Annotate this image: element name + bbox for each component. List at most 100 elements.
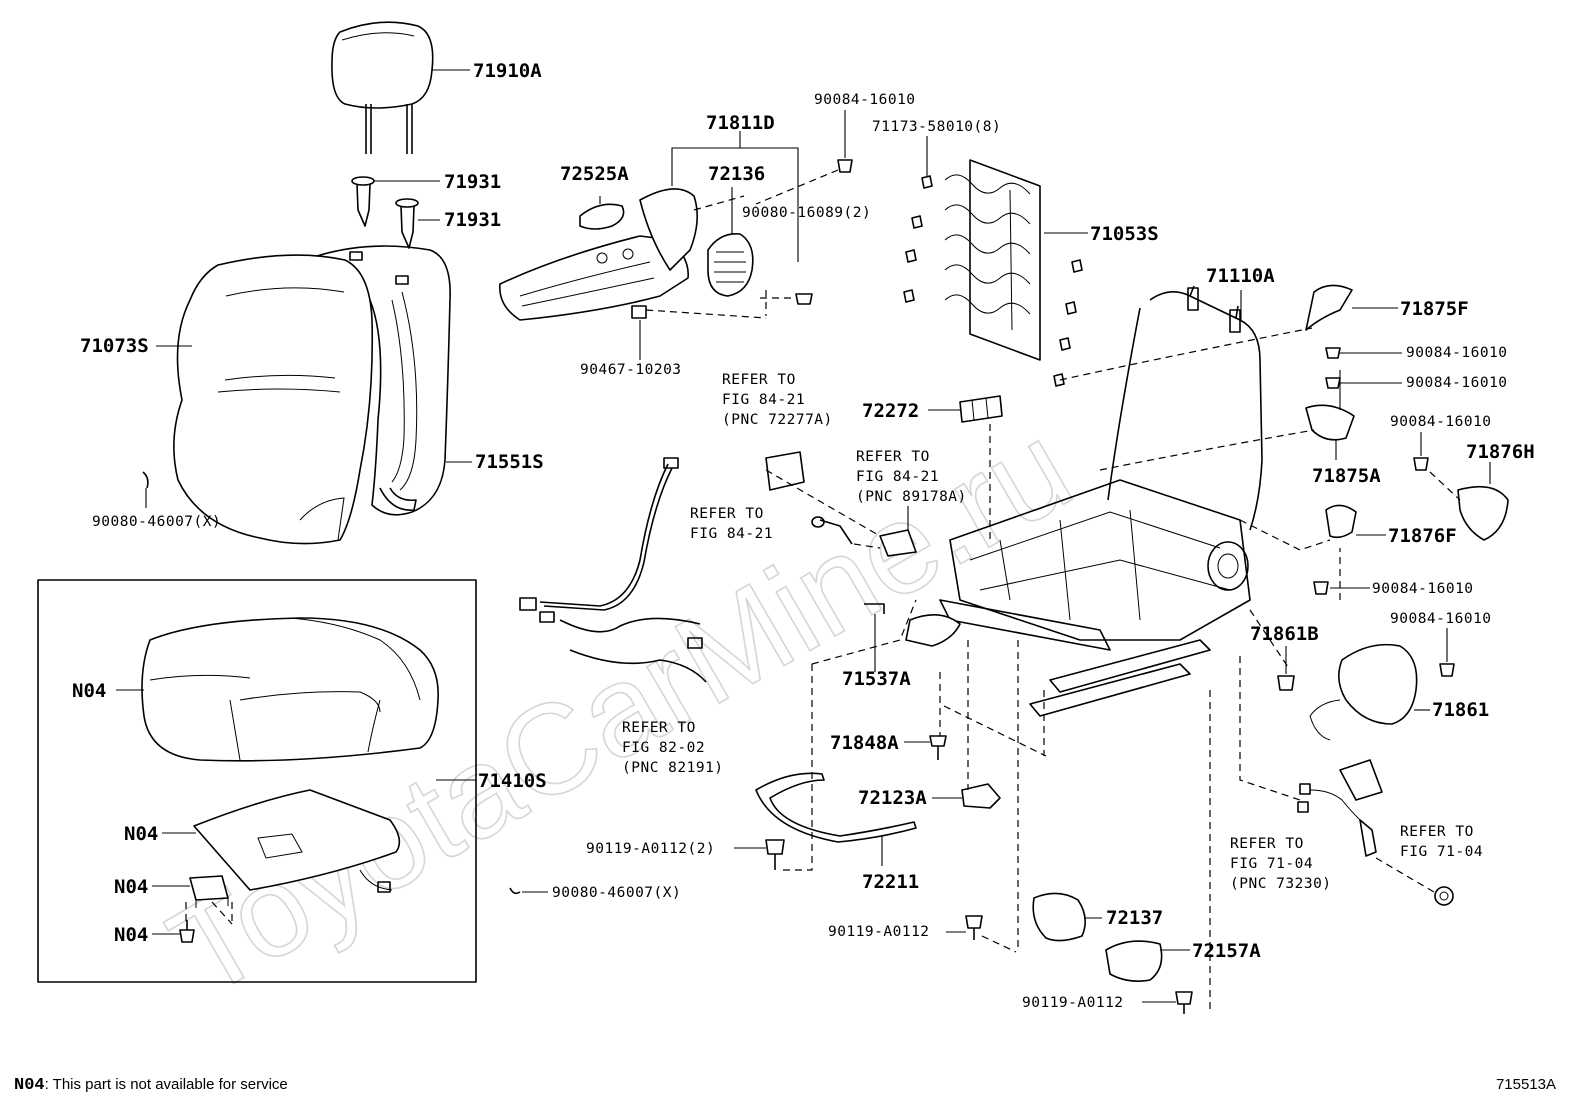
- seatback-cover-71073S[interactable]: [156, 254, 374, 545]
- spring-clips-71173-58010[interactable]: [903, 136, 1083, 387]
- label-72123A: 72123A: [858, 787, 927, 809]
- screw-90119-A0112-b[interactable]: [1142, 991, 1193, 1014]
- bracket-71537A-mount[interactable]: [905, 614, 961, 647]
- label-90084-16010-r5: 90084-16010: [1390, 611, 1492, 627]
- label-72525A: 72525A: [560, 163, 629, 185]
- label-72137: 72137: [1106, 907, 1163, 929]
- svg-text:(PNC 89178A): (PNC 89178A): [856, 489, 967, 505]
- headrest-71910A[interactable]: [331, 21, 470, 154]
- label-90084-16010-r4: 90084-16010: [1372, 581, 1474, 597]
- cover-71876F[interactable]: [1325, 504, 1386, 539]
- footnote: N04: This part is not available for serv…: [14, 1076, 288, 1095]
- svg-text:FIG 71-04: FIG 71-04: [1400, 844, 1483, 860]
- sensor-module[interactable]: [152, 875, 233, 925]
- cover-72137[interactable]: [1032, 892, 1102, 942]
- svg-text:REFER TO: REFER TO: [622, 720, 696, 736]
- label-71551S: 71551S: [475, 451, 544, 473]
- screw-90084-16010-r2[interactable]: [1325, 377, 1402, 389]
- screw-90119-A0112-a[interactable]: [946, 915, 1017, 953]
- wire-harness[interactable]: [519, 457, 707, 683]
- recliner-cover-71811D[interactable]: [499, 131, 799, 321]
- headrest-support-71931-b[interactable]: [395, 198, 440, 249]
- svg-text:FIG 82-02: FIG 82-02: [622, 740, 705, 756]
- headrest-support-71931-a[interactable]: [351, 176, 440, 227]
- screw-90084-16010-r3[interactable]: [1413, 432, 1429, 471]
- svg-text:REFER TO: REFER TO: [1230, 836, 1304, 852]
- refer-to-72277A: REFER TO FIG 84-21 (PNC 72277A): [722, 372, 832, 428]
- label-72157A: 72157A: [1192, 940, 1261, 962]
- svg-text:FIG 84-21: FIG 84-21: [722, 392, 805, 408]
- screw-90080-16089[interactable]: [760, 293, 813, 305]
- screw-90084-16010-top[interactable]: [755, 159, 853, 205]
- clip-90467-10203[interactable]: [631, 305, 647, 360]
- label-N04-b: N04: [124, 823, 158, 845]
- label-71875F: 71875F: [1400, 298, 1469, 320]
- label-71537A: 71537A: [842, 668, 911, 690]
- svg-text:REFER TO: REFER TO: [722, 372, 796, 388]
- label-71053S: 71053S: [1090, 223, 1159, 245]
- svg-text:REFER TO: REFER TO: [856, 449, 930, 465]
- refer-to-71-04: REFER TO FIG 71-04: [1400, 824, 1483, 860]
- seat-cushion-cover[interactable]: [116, 617, 439, 762]
- cover-72157A[interactable]: [1105, 940, 1190, 982]
- label-90119-A0112-b: 90119-A0112: [1022, 995, 1124, 1011]
- svg-text:REFER TO: REFER TO: [1400, 824, 1474, 840]
- screw-90084-16010-r1[interactable]: [1325, 347, 1402, 359]
- label-90084-16010-r1: 90084-16010: [1406, 345, 1508, 361]
- label-71811D: 71811D: [706, 112, 775, 134]
- seat-belt-buckle[interactable]: [1297, 759, 1383, 857]
- refer-to-73230: REFER TO FIG 71-04 (PNC 73230): [1230, 836, 1331, 892]
- label-N04-a: N04: [72, 680, 106, 702]
- rod-72211[interactable]: [755, 772, 917, 866]
- seat-cushion-group-box: [37, 579, 477, 983]
- label-90119-A0112-a: 90119-A0112: [828, 924, 930, 940]
- footnote-text: : This part is not available for service: [44, 1076, 288, 1093]
- sensor-refer-72277A[interactable]: [765, 451, 805, 491]
- seat-frame-71110A[interactable]: [939, 285, 1263, 717]
- figure-id: 715513A: [1495, 1076, 1556, 1093]
- cover-71876H[interactable]: [1429, 462, 1509, 541]
- recliner-knob-72525A[interactable]: [579, 196, 625, 230]
- sensor-bolt[interactable]: [152, 920, 195, 943]
- hog-ring-90080-46007-b[interactable]: [509, 887, 548, 895]
- bracket-72123A[interactable]: [932, 783, 1001, 809]
- screw-71861B[interactable]: [1277, 646, 1295, 691]
- cover-72136[interactable]: [707, 187, 754, 297]
- shield-71875F[interactable]: [1305, 284, 1398, 331]
- screw-90084-16010-r4[interactable]: [1313, 581, 1370, 595]
- label-90119-A0112-2: 90119-A0112(2): [586, 841, 715, 857]
- seatback-spring-71053S[interactable]: [944, 159, 1088, 361]
- svg-text:FIG 84-21: FIG 84-21: [690, 526, 773, 542]
- label-90080-46007-a: 90080-46007(X): [92, 514, 221, 530]
- label-71861B: 71861B: [1250, 623, 1319, 645]
- shield-71861[interactable]: [1309, 643, 1430, 741]
- nut-seatbelt[interactable]: [1434, 886, 1454, 906]
- label-90084-16010-r2: 90084-16010: [1406, 375, 1508, 391]
- seatback-pad-71551S[interactable]: [299, 245, 472, 516]
- label-71910A: 71910A: [473, 60, 542, 82]
- part-71537A[interactable]: [864, 603, 885, 672]
- screw-90084-16010-r5[interactable]: [1439, 628, 1455, 677]
- hog-ring-90080-46007-a[interactable]: [142, 471, 149, 508]
- shield-71875A[interactable]: [1305, 370, 1355, 460]
- label-71110A: 71110A: [1206, 265, 1275, 287]
- label-90084-16010-r3: 90084-16010: [1390, 414, 1492, 430]
- bolt-refer-84-21[interactable]: [811, 516, 853, 545]
- label-71876F: 71876F: [1388, 525, 1457, 547]
- label-90467-10203: 90467-10203: [580, 362, 682, 378]
- seat-cushion-sensor-mat[interactable]: [162, 789, 401, 893]
- svg-text:FIG 71-04: FIG 71-04: [1230, 856, 1313, 872]
- connector-72272[interactable]: [928, 395, 1003, 423]
- bolt-71848A[interactable]: [904, 735, 947, 760]
- svg-text:(PNC 82191): (PNC 82191): [622, 760, 724, 776]
- label-90084-16010-top: 90084-16010: [814, 92, 916, 108]
- label-90080-16089: 90080-16089(2): [742, 205, 871, 221]
- refer-to-89178A: REFER TO FIG 84-21 (PNC 89178A): [856, 449, 967, 505]
- sensor-refer-89178A[interactable]: [879, 506, 917, 557]
- label-71173-58010: 71173-58010(8): [872, 119, 1001, 135]
- label-71931-a: 71931: [444, 171, 501, 193]
- screw-90119-A0112-2[interactable]: [734, 839, 785, 870]
- svg-text:FIG 84-21: FIG 84-21: [856, 469, 939, 485]
